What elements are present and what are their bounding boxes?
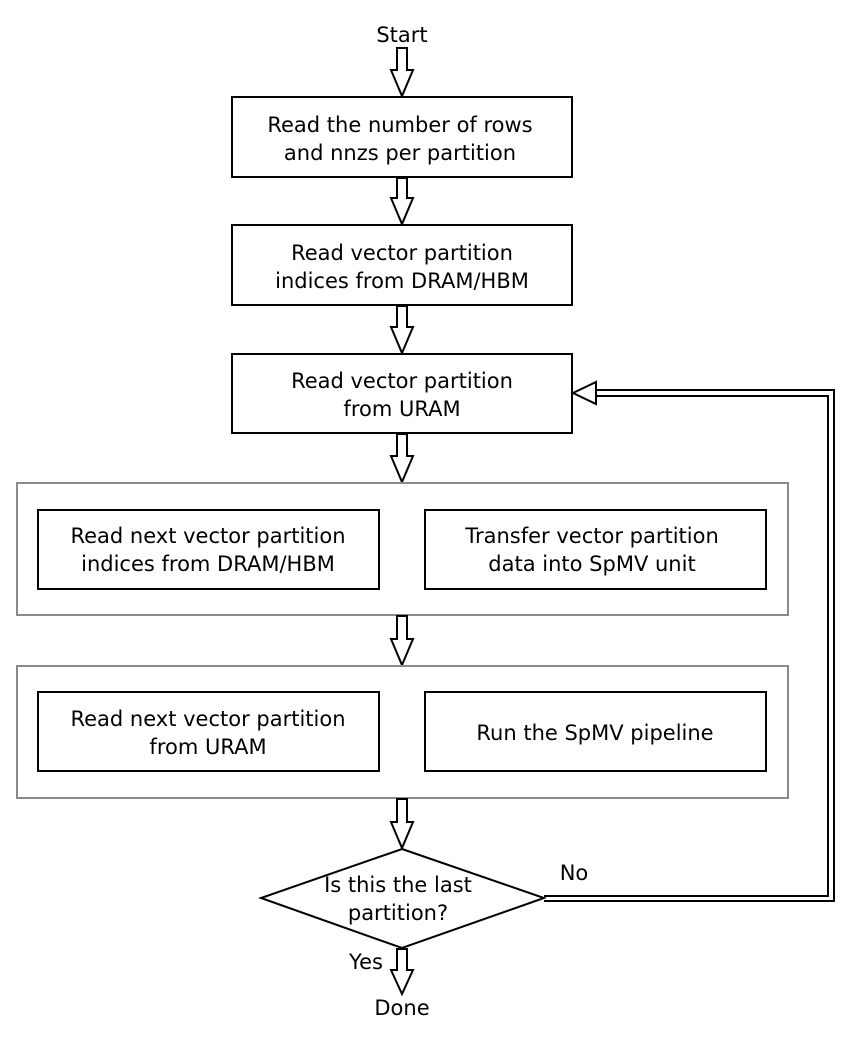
no-loop-connector-inner (544, 395, 829, 897)
step-read-next-indices-line1: Read next vector partition (70, 524, 345, 548)
step-read-partition-indices (231, 224, 573, 306)
step-transfer-partition-data (424, 509, 767, 590)
step-read-rows-nnzs-line1: Read the number of rows (267, 113, 532, 137)
down-arrow (389, 305, 415, 356)
step-read-rows-nnzs-line2: and nnzs per partition (284, 141, 516, 165)
down-arrow (389, 433, 415, 485)
step-read-partition-uram (231, 353, 573, 434)
decision-last-partition-line1: Is this the last (324, 873, 472, 897)
no-branch-label: No (560, 861, 589, 885)
step-read-next-partition-uram-line1: Read next vector partition (70, 707, 345, 731)
step-read-next-indices (37, 509, 380, 590)
left-arrow (570, 380, 597, 406)
done-label: Done (374, 996, 429, 1020)
step-read-next-partition-uram (37, 691, 380, 772)
step-read-partition-indices-line1: Read vector partition (291, 241, 513, 265)
down-arrow (389, 798, 415, 851)
down-arrow (389, 615, 415, 668)
step-read-partition-uram-line1: Read vector partition (291, 369, 513, 393)
start-label: Start (376, 23, 427, 47)
step-read-next-partition-uram-line2: from URAM (149, 735, 266, 759)
down-arrow (389, 47, 415, 99)
down-arrow (389, 948, 415, 997)
decision-last-partition-line2: partition? (348, 901, 448, 925)
step-transfer-partition-data-line1: Transfer vector partition (464, 524, 719, 548)
step-read-partition-indices-line2: indices from DRAM/HBM (275, 269, 529, 293)
step-read-rows-nnzs (231, 96, 573, 178)
step-read-next-indices-line2: indices from DRAM/HBM (81, 552, 335, 576)
step-transfer-partition-data-line2: data into SpMV unit (488, 552, 695, 576)
step-run-spmv-pipeline-line1: Run the SpMV pipeline (476, 721, 713, 745)
down-arrow (389, 177, 415, 227)
step-run-spmv-pipeline (424, 691, 767, 772)
decision-last-partition (257, 847, 548, 950)
yes-branch-label: Yes (348, 950, 383, 974)
step-read-partition-uram-line2: from URAM (343, 397, 460, 421)
no-loop-connector-outer (544, 389, 835, 902)
